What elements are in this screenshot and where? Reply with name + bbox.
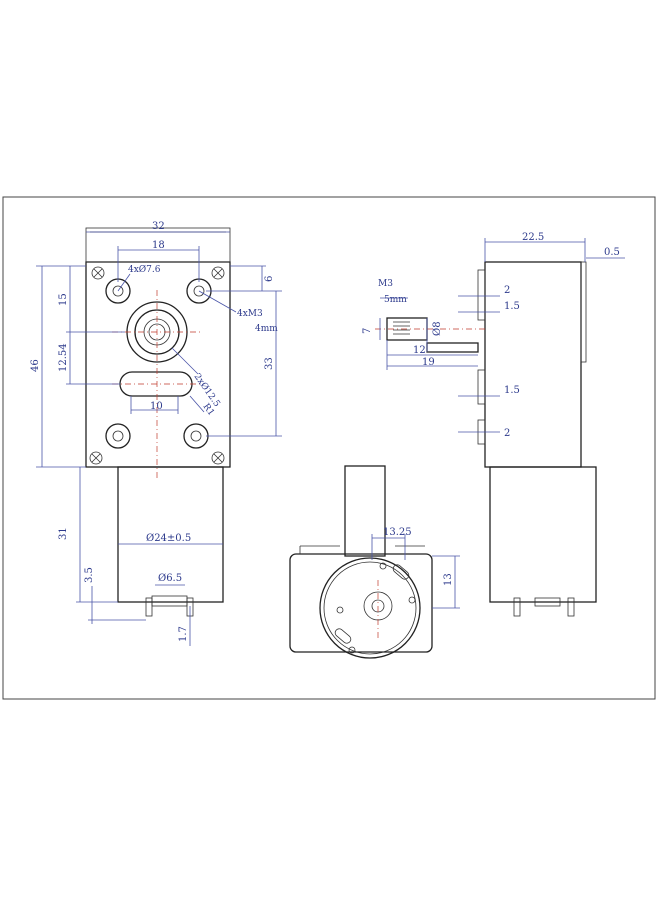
dim-edge-offset: 0.5	[604, 247, 620, 258]
side-motor	[489, 466, 597, 603]
dim-lower-height: 33	[264, 357, 275, 370]
dim-width: 32	[152, 221, 165, 232]
dim-step-b: 1.5	[504, 301, 520, 312]
dim-motor-length: 31	[58, 527, 69, 540]
dim-shaft-thread: M3	[378, 279, 393, 289]
dim-upper-height: 15	[58, 293, 69, 306]
motor-body	[117, 466, 224, 603]
dim-depth: 4mm	[255, 324, 278, 334]
dim-shaft-thread-depth: 5mm	[384, 295, 407, 305]
dim-shaft-len-a: 12	[413, 345, 426, 356]
bottom-housing	[289, 553, 433, 653]
dim-mid-height: 12.54	[58, 343, 69, 372]
side-output-shaft	[375, 317, 485, 353]
drawing-frame	[2, 196, 656, 700]
dim-step-d: 2	[504, 428, 510, 439]
side-view: 22.5 0.5 M3 5mm 7 Ø8 12 19 2 1.5 1.5 2	[362, 232, 625, 617]
bottom-motor-face	[319, 557, 421, 659]
dim-motor-diameter: Ø24±0.5	[146, 533, 191, 544]
dim-terminal-thickness: 1.7	[178, 626, 189, 642]
dim-bottom-offset: 13.25	[383, 527, 412, 538]
dim-step-c: 1.5	[504, 385, 520, 396]
dim-top-offset: 6	[264, 276, 275, 282]
dim-screw-thread: 4xM3	[237, 309, 263, 319]
mounting-holes	[105, 278, 212, 449]
dim-height-total: 46	[30, 359, 41, 372]
dim-hole-spacing: 18	[152, 240, 165, 251]
dim-step-a: 2	[504, 285, 510, 296]
dim-bottom-height: 13	[443, 573, 454, 586]
dim-depth-total: 22.5	[522, 232, 544, 243]
terminals	[145, 595, 194, 617]
bottom-view: 13.25 13	[289, 465, 460, 659]
front-view: 32 18 4xØ7.6 4xM3 4mm 2xØ12.5 R1 10 6 46…	[30, 221, 282, 646]
dim-shaft-dia: Ø8	[432, 321, 443, 336]
screw-icon	[89, 266, 225, 465]
dim-terminal-gap: Ø6.5	[158, 573, 182, 584]
side-dimension-lines	[379, 238, 625, 433]
dim-terminal-length: 3.5	[84, 567, 95, 583]
top-lip	[85, 227, 231, 263]
dim-slot-width: 10	[150, 401, 163, 412]
side-gearbox	[484, 261, 582, 468]
front-dimension-lines	[36, 231, 282, 646]
bottom-shaft-housing	[344, 465, 386, 557]
dim-small-hole: 4xØ7.6	[128, 264, 161, 275]
dim-shaft-len-b: 19	[422, 357, 435, 368]
dim-shaft-flat: 7	[362, 328, 373, 334]
bottom-dimension-lines	[371, 534, 460, 609]
